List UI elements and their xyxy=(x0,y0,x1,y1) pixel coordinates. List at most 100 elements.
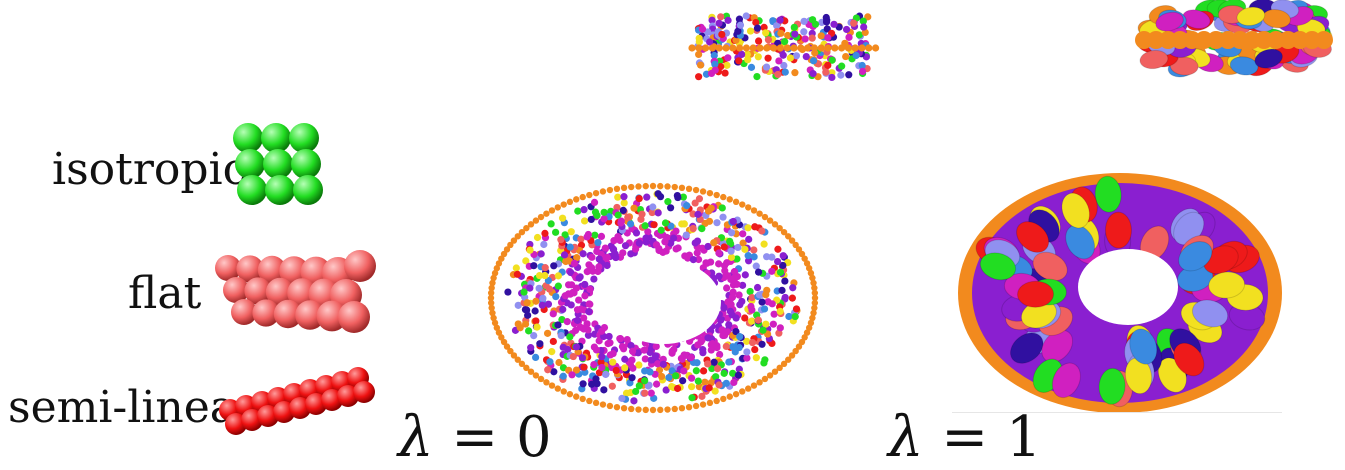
ring-bead xyxy=(762,291,770,299)
ring-bead xyxy=(557,331,565,340)
ring-bead xyxy=(706,38,714,46)
legend-label-semi-linear: semi-linear xyxy=(8,382,258,433)
ring-bead xyxy=(630,397,638,405)
ring-bead xyxy=(708,16,716,24)
ring-bead xyxy=(659,360,667,368)
outer-ring-bead xyxy=(523,364,530,372)
ring-bead xyxy=(775,57,783,65)
ring-bead xyxy=(708,364,716,373)
ring-bead xyxy=(1229,56,1259,76)
outer-ring-bead xyxy=(803,260,811,267)
outer-ring-bead xyxy=(771,221,779,228)
ring-bead xyxy=(572,343,581,351)
outer-ring-bead xyxy=(657,182,664,190)
ring-bead xyxy=(720,262,729,270)
ring-bead xyxy=(727,247,735,255)
flat-cluster-icon xyxy=(215,250,376,333)
ring-bead xyxy=(748,294,756,302)
ring-bead xyxy=(1139,49,1169,70)
ring-bead xyxy=(569,288,577,297)
outer-ring-bead xyxy=(811,304,818,312)
ring-bead xyxy=(712,373,720,381)
ring-bead xyxy=(628,347,637,355)
ring-bead xyxy=(730,268,739,276)
ring-bead xyxy=(547,220,555,228)
ring-bead xyxy=(567,281,576,289)
ring-bead xyxy=(777,29,785,37)
ring-bead xyxy=(754,316,762,324)
ring-bead xyxy=(776,268,785,276)
ring-bead xyxy=(530,332,538,340)
outer-ring-bead xyxy=(628,405,635,413)
ring-bead xyxy=(753,24,762,32)
ring-bead xyxy=(573,254,581,262)
ring-bead xyxy=(647,356,655,364)
outer-ring-bead xyxy=(798,250,806,258)
outer-ring-bead xyxy=(620,405,628,412)
ring-bead xyxy=(657,226,665,234)
ring-bead xyxy=(786,54,795,62)
ring-bead xyxy=(742,12,750,20)
ring-bead xyxy=(672,227,680,235)
outer-ring-bead xyxy=(664,183,671,190)
ring-blob xyxy=(1065,224,1096,260)
ring-blob xyxy=(1104,211,1132,249)
ring-bead xyxy=(627,341,635,350)
ring-bead xyxy=(861,28,869,37)
outer-ring-bead xyxy=(510,352,518,359)
flat-sphere xyxy=(344,250,376,282)
ring-bead xyxy=(741,245,749,253)
ring-bead xyxy=(761,356,769,364)
ring-hole xyxy=(605,260,721,344)
ring-bead xyxy=(646,348,654,357)
ring-bead xyxy=(724,298,732,306)
ring-bead xyxy=(593,211,601,219)
outer-ring-bead xyxy=(635,183,642,190)
outer-ring-bead xyxy=(566,390,574,398)
ring-bead xyxy=(590,360,598,369)
ring-bead xyxy=(550,368,558,376)
outer-ring-bead xyxy=(514,233,521,240)
semi-linear-sphere xyxy=(353,381,375,403)
ring-bead xyxy=(693,359,701,367)
outer-ring-bead xyxy=(573,196,580,203)
outer-ring-bead xyxy=(766,372,774,379)
ring-bead xyxy=(591,231,599,239)
ring-bead xyxy=(729,343,737,351)
outer-ring-bead xyxy=(788,237,796,244)
ring-bead xyxy=(513,270,521,278)
ring-bead xyxy=(734,243,742,252)
ring-bead xyxy=(744,224,752,232)
ring-bead xyxy=(715,272,723,280)
outer-ring-bead xyxy=(720,193,727,201)
ring-bead xyxy=(687,353,695,362)
ring-bead xyxy=(781,277,789,285)
ring-bead xyxy=(567,268,575,277)
ring-bead xyxy=(520,288,528,296)
outer-ring-bead xyxy=(713,191,720,199)
ring-bead xyxy=(535,284,543,292)
ring-bead xyxy=(581,280,589,289)
ring-bead xyxy=(600,386,608,394)
ring-bead xyxy=(752,262,760,270)
semi-linear-cluster-icon xyxy=(219,367,375,435)
ring-bead xyxy=(630,204,638,212)
ring-bead xyxy=(538,301,546,309)
ring-bead xyxy=(781,293,789,302)
ring-bead xyxy=(541,264,549,272)
ring-bead xyxy=(788,294,796,302)
outer-ring-bead xyxy=(487,299,495,307)
ring-bead xyxy=(721,69,729,77)
ring-side-view-lambda1 xyxy=(1135,0,1333,78)
ring-bead xyxy=(743,337,751,345)
outer-ring-bead xyxy=(537,213,545,221)
outer-ring-bead xyxy=(761,375,769,383)
lambda-label-0: λ = 0 xyxy=(398,405,552,470)
ring-bead xyxy=(760,23,768,32)
ring-blob xyxy=(1041,329,1074,363)
ring-bead xyxy=(729,369,737,377)
ring-bead xyxy=(781,38,789,46)
outer-ring-bead xyxy=(510,237,518,244)
ring-bead xyxy=(610,237,618,245)
ring-bead xyxy=(837,71,845,79)
